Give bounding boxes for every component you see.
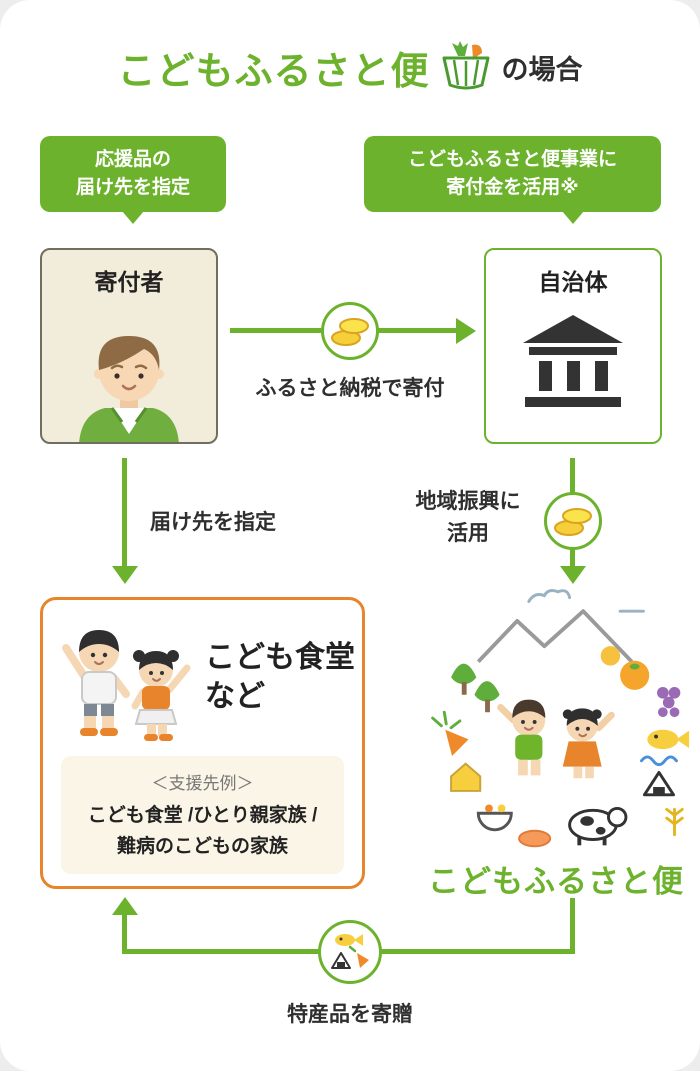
callout-pointer-down	[122, 211, 144, 224]
regional-flow-line2: 活用	[447, 521, 489, 545]
community-brand-label: こどもふるさと便	[428, 864, 684, 899]
page-title: こどもふるさと便 の場合	[0, 40, 700, 95]
donor-box: 寄付者	[40, 248, 218, 444]
arrowhead-down	[560, 566, 586, 584]
callout-municipality-line2: 寄付金を活用※	[446, 177, 579, 198]
donor-box-title: 寄付者	[94, 269, 164, 295]
coin-stack-icon-svg	[331, 318, 369, 346]
callout-municipality: こどもふるさと便事業に 寄付金を活用※	[364, 136, 661, 224]
support-examples-heading: ＜支援先例＞	[151, 774, 254, 793]
support-examples-text: こども食堂 /ひとり親家族 / 難病のこどもの家族	[61, 800, 344, 863]
wheat	[665, 807, 684, 837]
children-waving-illustration	[62, 630, 191, 741]
callout-donor-line1: 応援品の	[94, 148, 171, 170]
trees	[451, 663, 500, 702]
callout-donor-line2: 届け先を指定	[75, 177, 190, 198]
recipient-title-line2: など	[205, 680, 265, 713]
support-examples-line2: 難病のこどもの家族	[116, 836, 288, 858]
arrow-return-segment-right	[570, 898, 575, 954]
cow	[568, 806, 628, 846]
donate-flow-label: ふるさと納税で寄付	[255, 377, 445, 400]
local-specialties-icon-svg	[331, 934, 369, 969]
title-suffix: の場合	[501, 55, 583, 85]
gift-flow-label: 特産品を寄贈	[287, 1003, 413, 1026]
municipality-building-icon	[523, 315, 623, 407]
coin-stack-icon	[321, 302, 379, 360]
community-boy	[497, 699, 546, 776]
recipient-title-line1: こども食堂	[205, 641, 355, 674]
callout-municipality-line1: こどもふるさと便事業に	[407, 148, 617, 170]
coin-stack-icon-svg	[554, 508, 592, 536]
regional-flow-line1: 地域振興に	[415, 490, 521, 513]
callout-pointer-down	[562, 211, 584, 224]
vegetable-basket-icon	[438, 40, 494, 95]
donor-person-illustration	[79, 336, 179, 442]
arrow-donor-to-recipient	[122, 458, 127, 570]
municipality-box: 自治体	[484, 248, 662, 444]
community-girl	[562, 708, 615, 779]
arrowhead-down	[112, 566, 138, 584]
regional-flow-label: 地域振興に 活用	[398, 486, 538, 549]
brand-title: こどもふるさと便	[117, 51, 430, 93]
municipality-box-title: 自治体	[538, 269, 608, 295]
coin-stack-icon	[544, 492, 602, 550]
callout-donor: 応援品の 届け先を指定	[40, 136, 226, 224]
support-examples-panel: ＜支援先例＞ こども食堂 /ひとり親家族 / 難病のこどもの家族	[61, 756, 344, 874]
recipient-box: こども食堂 など ＜支援先例＞ こども食堂 /ひとり親家族 / 難病のこどもの家…	[40, 597, 365, 889]
recipient-title: こども食堂 など	[205, 638, 355, 716]
destination-flow-label: 届け先を指定	[150, 511, 276, 534]
arrowhead-right	[456, 318, 476, 344]
arrowhead-up	[112, 897, 138, 915]
local-specialties-icon	[318, 920, 382, 984]
girl-figure	[131, 650, 191, 741]
vegetable-basket-icon-svg	[442, 41, 489, 90]
support-examples-line1: こども食堂 /ひとり親家族 /	[87, 805, 318, 826]
boy-figure	[62, 630, 130, 736]
local-products-community-illustration	[431, 589, 690, 848]
grapes	[657, 686, 681, 718]
arrow-return-segment-left	[122, 914, 127, 952]
